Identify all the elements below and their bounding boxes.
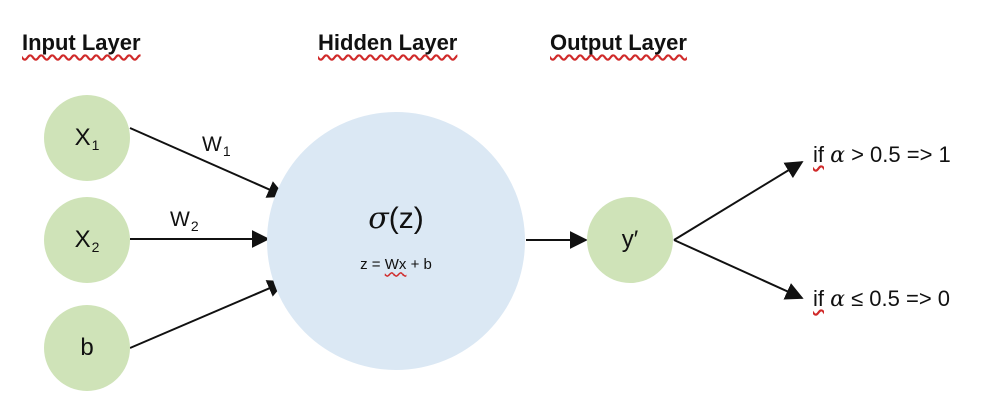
input-node-bias: b: [44, 305, 130, 391]
input-node-x1: X1: [44, 95, 130, 181]
x2-label: X2: [74, 225, 100, 255]
output-label: y′: [621, 226, 639, 253]
input-layer-title: Input Layer: [22, 30, 141, 55]
arrow-x1-to-hidden: [129, 127, 286, 198]
hidden-layer-title: Hidden Layer: [318, 30, 458, 55]
bias-label: b: [80, 334, 94, 361]
weight-label-w2: W2: [170, 208, 199, 234]
arrow-output-to-low: [673, 239, 804, 300]
linear-equation: z = Wx + b: [360, 255, 432, 273]
activation-function: σ(z): [368, 200, 424, 236]
output-layer-title: Output Layer: [550, 30, 687, 55]
arrow-output-to-high: [673, 161, 804, 241]
condition-low: if α ≤ 0.5 => 0: [813, 286, 951, 312]
weight-label-w1: W1: [202, 133, 231, 159]
output-node: y′: [587, 197, 673, 283]
hidden-node: σ(z) z = Wx + b: [267, 112, 525, 370]
condition-high: if α > 0.5 => 1: [813, 142, 951, 168]
arrow-b-to-hidden: [129, 280, 286, 349]
x1-label: X1: [74, 123, 100, 153]
input-node-x2: X2: [44, 197, 130, 283]
